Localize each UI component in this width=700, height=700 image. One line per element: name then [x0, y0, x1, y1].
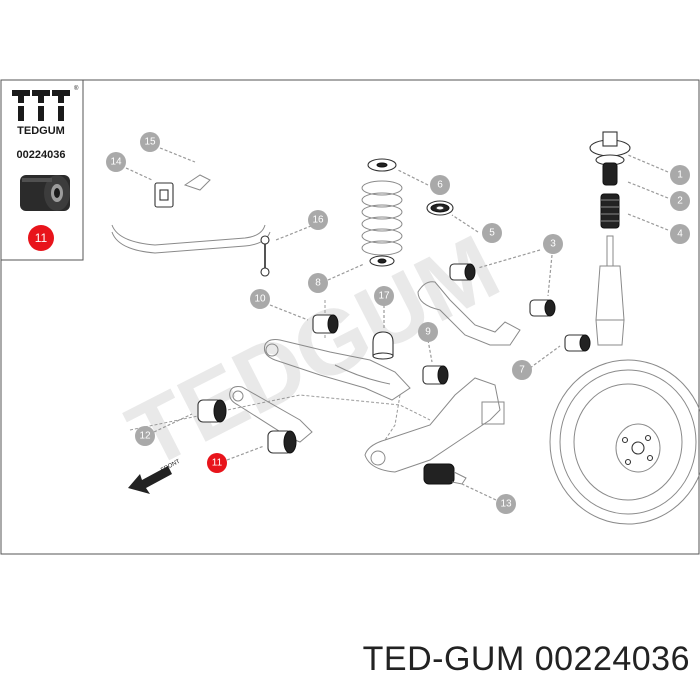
callout-6: 6	[430, 175, 450, 195]
svg-text:5: 5	[489, 228, 495, 239]
shock-absorber	[589, 131, 631, 346]
callout-14: 14	[106, 152, 126, 172]
callout-10: 10	[250, 289, 270, 309]
footer-part-label: TED-GUM 00224036	[362, 640, 690, 678]
stabilizer-bar	[111, 174, 271, 277]
svg-text:2: 2	[677, 196, 683, 207]
callout-15: 15	[140, 132, 160, 152]
bushing-13	[423, 463, 467, 485]
svg-text:6: 6	[437, 180, 443, 191]
callout-16: 16	[308, 210, 328, 230]
svg-text:4: 4	[677, 229, 683, 240]
callout-5: 5	[482, 223, 502, 243]
coil-spring	[361, 158, 454, 267]
svg-text:14: 14	[110, 157, 122, 168]
svg-text:1: 1	[677, 170, 683, 181]
svg-text:15: 15	[144, 137, 156, 148]
bushing-7	[564, 334, 591, 352]
bushing-10	[312, 314, 339, 334]
svg-text:16: 16	[312, 215, 324, 226]
highlight-badge	[28, 225, 54, 251]
bushing-11	[267, 430, 297, 454]
svg-text:13: 13	[500, 499, 512, 510]
bushing-3a	[449, 263, 476, 281]
callout-4: 4	[670, 224, 690, 244]
callout-leaders	[125, 147, 669, 501]
callout-7: 7	[512, 360, 532, 380]
bushing-3b	[529, 299, 556, 317]
registered-mark: ®	[74, 85, 79, 92]
callout-8: 8	[308, 273, 328, 293]
bushing-9	[422, 365, 449, 385]
svg-text:8: 8	[315, 278, 321, 289]
bushing-product-image	[20, 175, 70, 211]
svg-text:3: 3	[550, 239, 556, 250]
bushing-12	[197, 399, 227, 423]
svg-text:10: 10	[254, 294, 266, 305]
callout-12: 12	[135, 426, 155, 446]
callout-3: 3	[543, 234, 563, 254]
svg-text:11: 11	[212, 458, 223, 469]
svg-text:17: 17	[378, 291, 390, 302]
callout-13: 13	[496, 494, 516, 514]
inset-part-number: 00224036	[17, 149, 66, 161]
highlight-badge-number: 11	[35, 231, 48, 245]
svg-text:9: 9	[425, 327, 431, 338]
callout-1: 1	[670, 165, 690, 185]
brand-name: TEDGUM	[17, 125, 65, 137]
tedgum-logo	[12, 90, 70, 121]
callout-17: 17	[374, 286, 394, 306]
watermark-text: TEDGUM	[113, 216, 514, 488]
bump-stop-17	[372, 331, 394, 360]
brand-inset: ® TEDGUM 00224036 11	[0, 79, 84, 261]
svg-text:7: 7	[519, 365, 525, 376]
wheel	[549, 359, 700, 525]
callout-2: 2	[670, 191, 690, 211]
svg-text:12: 12	[139, 431, 151, 442]
diagram-frame	[0, 79, 700, 555]
bushings	[197, 263, 591, 485]
callout-11: 11	[207, 453, 227, 473]
callout-9: 9	[418, 322, 438, 342]
